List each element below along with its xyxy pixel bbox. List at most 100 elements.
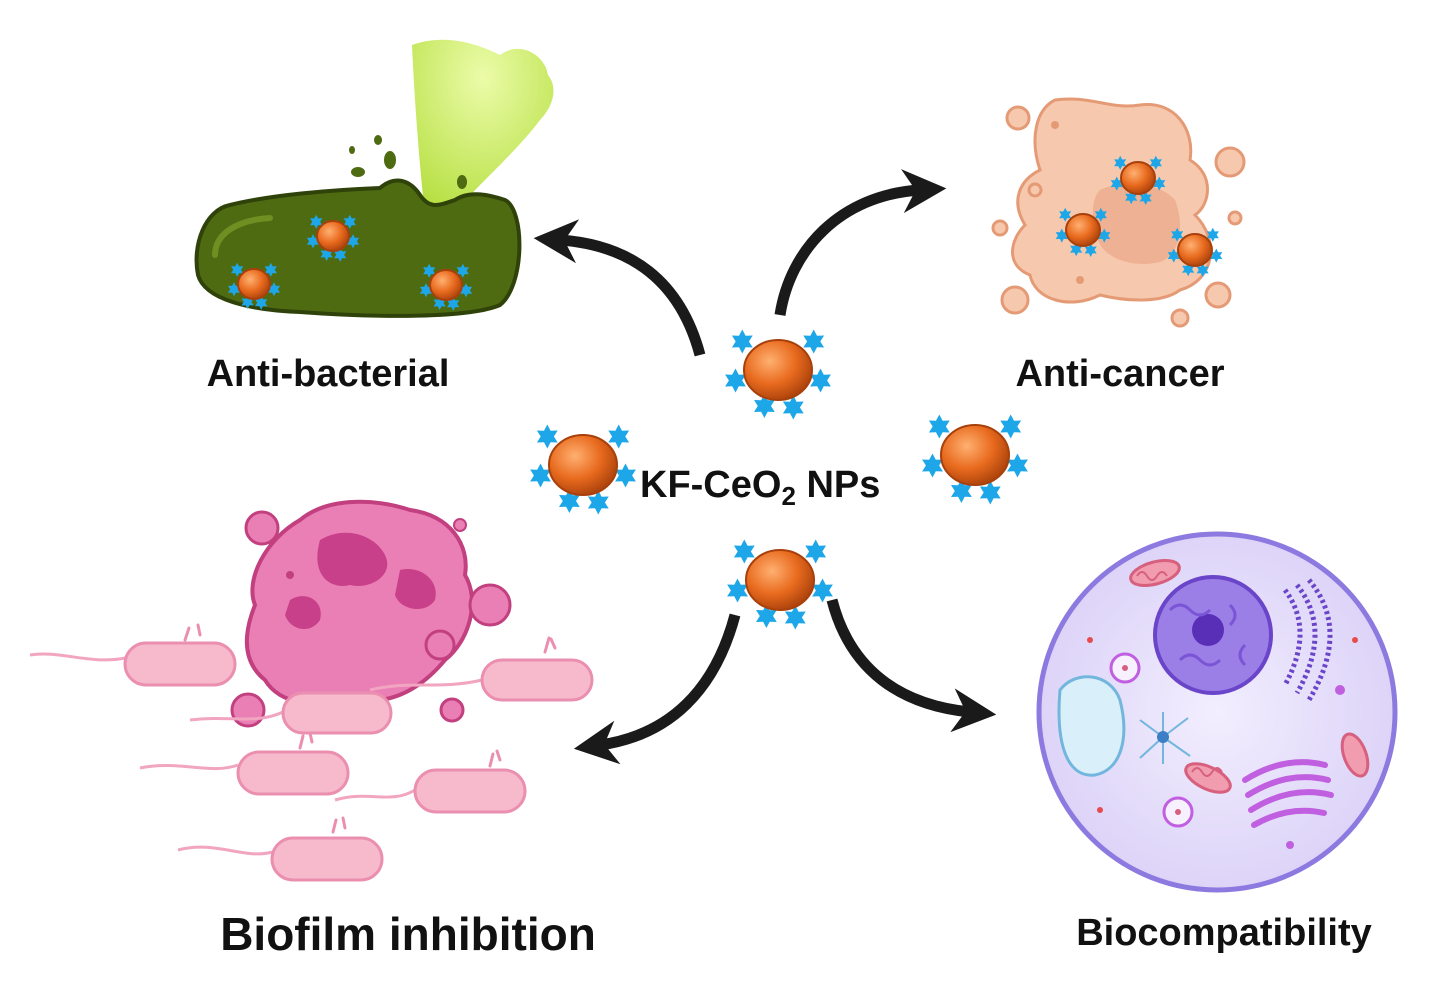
healthy-cell-illustration [1036, 531, 1398, 893]
ligand-star [530, 463, 551, 488]
ligand-star [1110, 176, 1123, 191]
ligand-star [754, 394, 775, 418]
mitochondrion [1129, 559, 1181, 587]
cancer-fragment [1170, 308, 1190, 328]
ligand-star [1007, 453, 1028, 478]
nanoparticle-bottom [727, 539, 833, 630]
ligand-star [805, 539, 827, 564]
ligand-star [1059, 207, 1072, 222]
ligand-star [756, 604, 777, 628]
ligand-star [1196, 263, 1209, 277]
biofilm-dark-patch [285, 596, 321, 630]
nanoparticle-on-bacterium [306, 214, 360, 262]
ligand-star [979, 480, 1001, 505]
cancer-fragment [1000, 285, 1030, 315]
toxin-cloud [412, 39, 554, 230]
splash-droplet [384, 151, 396, 169]
ligand-star [334, 247, 347, 262]
ligand-star [423, 263, 436, 278]
ligand-star [1182, 262, 1195, 277]
ligand-star [227, 282, 241, 297]
biofilm-fragment [453, 518, 467, 532]
nanoparticle-on-bacterium [227, 262, 281, 310]
ceo2-sphere [548, 434, 618, 496]
ceo2-sphere [1065, 213, 1101, 247]
ligand-star [1171, 227, 1184, 242]
pink-bacterium [334, 768, 527, 814]
nanoparticle-on-bacterium [419, 263, 473, 311]
ligand-star [1055, 228, 1068, 243]
ligand-star [456, 263, 469, 278]
arrow-to-biocompatibility [826, 598, 997, 733]
ligand-star [346, 234, 360, 249]
splash-droplet [374, 135, 382, 145]
biofilm-fragment [286, 571, 294, 579]
golgi-apparatus [1242, 759, 1334, 828]
ligand-star [1070, 242, 1083, 257]
cancer-fragment [1227, 210, 1243, 226]
biofilm-fragment [424, 629, 456, 661]
ligand-star [1167, 248, 1180, 263]
nanoparticle-right [922, 414, 1028, 505]
label-anti-cancer: Anti-cancer [1015, 353, 1224, 395]
ligand-star [306, 234, 320, 249]
ligand-star [1084, 243, 1097, 257]
cancer-fragment [1076, 276, 1084, 284]
pink-bacterium [177, 836, 384, 882]
ligand-star [1114, 155, 1127, 170]
arrow-to-biofilm [573, 613, 741, 765]
ligand-star [320, 247, 333, 261]
ligand-star [241, 295, 254, 309]
ligand-star [1125, 190, 1138, 205]
cancer-fragment [1051, 121, 1059, 129]
biofilm-fragment [468, 583, 512, 627]
nanoparticles [227, 155, 1223, 630]
cancer-fragment [1027, 182, 1043, 198]
ligand-star [255, 295, 268, 310]
ligand-star [447, 296, 460, 311]
biofilm-fragment [439, 697, 465, 723]
ceo2-sphere [429, 269, 463, 301]
endoplasmic-reticulum [1282, 578, 1333, 702]
nanoparticle-top [725, 329, 831, 420]
ligand-star [951, 479, 972, 503]
biofilm-dark-patch [395, 569, 436, 610]
cancer-fragment [1204, 281, 1232, 309]
ligand-star [928, 414, 950, 439]
splash-droplet [457, 175, 467, 189]
vacuole [1057, 675, 1126, 777]
cell-membrane [1036, 531, 1398, 893]
ligand-star [1206, 227, 1219, 242]
ligand-star [1098, 228, 1111, 243]
label-anti-bacterial: Anti-bacterial [207, 353, 450, 395]
ligand-star [810, 368, 831, 393]
ceo2-sphere [1177, 233, 1213, 267]
splash-droplet [349, 146, 355, 154]
arrows [533, 169, 997, 765]
biofilm-dark-patch [317, 532, 388, 586]
splash-marks [183, 623, 557, 834]
arrow-to-anti-cancer [774, 169, 947, 316]
pink-bacterium [369, 658, 594, 702]
ligand-star [587, 490, 609, 515]
ceo2-sphere [940, 424, 1010, 486]
cancer-fragment [1005, 105, 1031, 131]
nanoparticle-on-cancer-cell [1055, 207, 1111, 257]
pink-bacterium [139, 750, 350, 796]
nucleolus [1192, 614, 1224, 646]
cancer-fragment [991, 219, 1009, 237]
nanoparticle-on-cancer-cell [1167, 227, 1223, 277]
ligand-star [267, 282, 281, 297]
pink-bacterium [189, 691, 393, 735]
ligand-star [733, 539, 755, 564]
ligand-star [727, 578, 748, 603]
biofilm-fragment [244, 510, 280, 546]
bacterium-highlight [212, 215, 273, 258]
ligand-star [310, 214, 323, 229]
label-biofilm-inhibition: Biofilm inhibition [220, 908, 596, 960]
ligand-star [731, 329, 753, 354]
ligand-star [803, 329, 825, 354]
nanoparticle-left [530, 424, 636, 515]
ligand-star [1094, 207, 1107, 222]
